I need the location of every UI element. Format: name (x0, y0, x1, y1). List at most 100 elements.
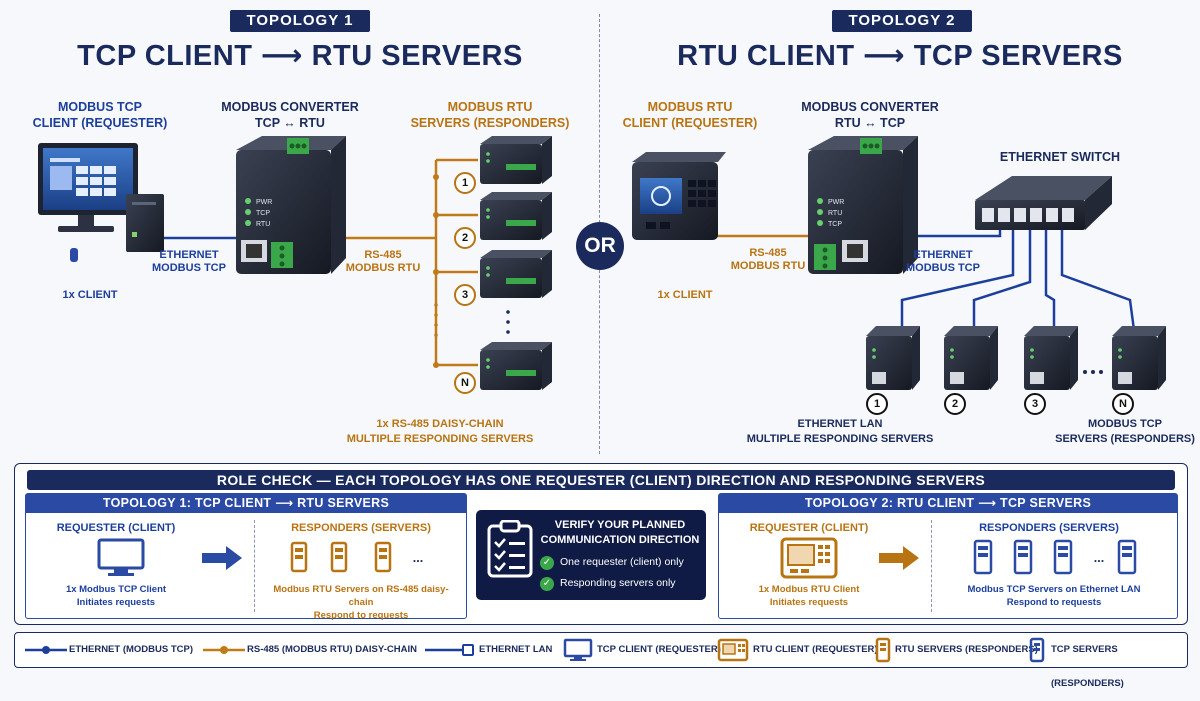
t1-port-pwr: PWR (256, 199, 272, 206)
role-check-panel: ROLE CHECK — EACH TOPOLOGY HAS ONE REQUE… (14, 463, 1188, 625)
legend-tcp-servers: TCP SERVERS (RESPONDERS) (1051, 644, 1124, 689)
t2-port-tcp: TCP (828, 221, 842, 228)
legend: ETHERNET (MODBUS TCP) RS-485 (MODBUS RTU… (14, 632, 1188, 689)
t2-badge-1: 1 (866, 393, 888, 415)
t2-converter-label: MODBUS CONVERTER RTU ↔ TCP (801, 100, 939, 130)
ethernet-line-icon (25, 646, 67, 654)
rtu-servers-icon (290, 541, 392, 573)
t2-rs485-label: RS-485 MODBUS RTU (730, 247, 806, 272)
t1-badge-3: 3 (454, 284, 476, 306)
t2-modbus-converter: PWR RTU TCP (808, 136, 918, 274)
topology1-tag: TOPOLOGY 1 (230, 10, 370, 32)
clipboard-checklist-icon (487, 520, 533, 578)
legend-rtu-servers: RTU SERVERS (RESPONDERS) (895, 644, 1038, 655)
t2-ethernet-lan (900, 228, 1136, 331)
t1-chain-label: 1x RS-485 DAISY-CHAIN MULTIPLE RESPONDIN… (346, 418, 534, 445)
t1-badge-2: 2 (454, 227, 476, 249)
role-t1-req-title: REQUESTER (CLIENT) (56, 522, 176, 534)
t1-converter-label: MODBUS CONVERTER TCP ↔ RTU (221, 100, 359, 130)
or-badge: OR (576, 222, 624, 270)
legend-ethernet: ETHERNET (MODBUS TCP) (69, 644, 194, 655)
t1-ethernet-label: ETHERNET MODBUS TCP (152, 249, 226, 274)
t2-ethernet-label: ETHERNET MODBUS TCP (906, 249, 980, 274)
t2-badge-3: 3 (1024, 393, 1046, 415)
topology2-tag: TOPOLOGY 2 (832, 10, 972, 32)
role-t2-req-desc: 1x Modbus RTU Client Initiates requests (758, 584, 860, 608)
t2-client-label: MODBUS RTU CLIENT (REQUESTER) (622, 100, 758, 130)
topology1-title: TCP CLIENT ⟶ RTU SERVERS (77, 40, 523, 72)
t1-badge-n: N (454, 372, 476, 394)
role-t2-divider (931, 520, 932, 612)
t1-bus-ellipsis (434, 303, 438, 337)
t2-tcp-server-1 (866, 326, 920, 390)
verify-title: VERIFY YOUR PLANNED COMMUNICATION DIRECT… (540, 519, 700, 546)
rs485-line-icon (203, 646, 245, 654)
t1-bus-dots (433, 174, 439, 368)
tcp-client-icon (563, 638, 593, 661)
role-t2-box: TOPOLOGY 2: RTU CLIENT ⟶ TCP SERVERS REQ… (718, 493, 1178, 619)
tcp-servers-icon (973, 539, 1137, 575)
role-t1-resp-desc: Modbus RTU Servers on RS-485 daisy-chain… (273, 584, 449, 621)
role-t2-req-title: REQUESTER (CLIENT) (749, 522, 869, 534)
check-icon: ✓ (540, 556, 554, 570)
rtu-client-icon (717, 638, 749, 662)
legend-tcp-client: TCP CLIENT (REQUESTER) (597, 644, 721, 655)
t1-client-count: 1x CLIENT (62, 289, 118, 301)
arrow-right-icon (879, 546, 919, 570)
t2-badge-2: 2 (944, 393, 966, 415)
t1-servers-label: MODBUS RTU SERVERS (RESPONDERS) (410, 100, 570, 130)
t2-rtu-client-hmi (632, 152, 726, 240)
tcp-client-icon (97, 538, 145, 576)
t1-servers-ellipsis (506, 310, 510, 334)
arrow-right-icon (202, 546, 242, 570)
role-check-heading: ROLE CHECK — EACH TOPOLOGY HAS ONE REQUE… (27, 470, 1175, 490)
t2-client-count: 1x CLIENT (657, 289, 713, 301)
t1-client-label: MODBUS TCP CLIENT (REQUESTER) (32, 100, 168, 130)
t2-lan-label: ETHERNET LAN MULTIPLE RESPONDING SERVERS (746, 418, 934, 445)
t2-badge-n: N (1112, 393, 1134, 415)
rtu-client-icon (780, 537, 838, 579)
t1-port-rtu: RTU (256, 221, 270, 228)
role-t1-ellipsis: ... (412, 551, 424, 565)
role-t1-req-desc: 1x Modbus TCP Client Initiates requests (65, 584, 167, 608)
t1-rtu-server-n (480, 342, 552, 390)
verify-item-2-text: Responding servers only (560, 577, 676, 589)
t2-tcp-server-3 (1024, 326, 1078, 390)
role-t2-resp-title: RESPONDERS (SERVERS) (979, 522, 1119, 534)
role-t1-resp-title: RESPONDERS (SERVERS) (291, 522, 431, 534)
t1-rtu-server-3 (480, 250, 552, 298)
t1-rs485-bus (296, 158, 478, 367)
t1-rs485-label: RS-485 MODBUS RTU (345, 249, 421, 274)
legend-ethernet-lan: ETHERNET LAN (479, 644, 553, 655)
tcp-server-icon (1029, 637, 1045, 663)
rtu-server-icon (875, 637, 891, 663)
topology2-title: RTU CLIENT ⟶ TCP SERVERS (677, 40, 1123, 72)
t2-tcp-server-n (1112, 326, 1166, 390)
verify-item-2: ✓ Responding servers only (540, 576, 704, 592)
verify-box: VERIFY YOUR PLANNED COMMUNICATION DIRECT… (476, 510, 706, 600)
verify-item-1-text: One requester (client) only (560, 556, 684, 568)
role-t2-ellipsis: ... (1093, 551, 1105, 565)
role-t1-head: TOPOLOGY 1: TCP CLIENT ⟶ RTU SERVERS (26, 494, 466, 513)
role-t2-head: TOPOLOGY 2: RTU CLIENT ⟶ TCP SERVERS (719, 494, 1177, 513)
verify-item-1: ✓ One requester (client) only (540, 555, 704, 571)
legend-rtu-client: RTU CLIENT (REQUESTER) (753, 644, 878, 655)
t2-tcp-server-2 (944, 326, 998, 390)
t1-tcp-client-pc (38, 143, 164, 262)
role-t1-box: TOPOLOGY 1: TCP CLIENT ⟶ RTU SERVERS REQ… (25, 493, 467, 621)
role-t2-resp-desc: Modbus TCP Servers on Ethernet LAN Respo… (967, 584, 1141, 608)
t2-switch-label: ETHERNET SWITCH (999, 150, 1121, 164)
legend-rs485: RS-485 (MODBUS RTU) DAISY-CHAIN (247, 644, 417, 655)
t2-port-pwr: PWR (828, 199, 844, 206)
t2-ethernet-switch (975, 176, 1112, 230)
t1-port-tcp: TCP (256, 210, 270, 217)
t2-servers-label: MODBUS TCP SERVERS (RESPONDERS) (1055, 418, 1195, 445)
t1-modbus-converter: PWR TCP RTU (236, 136, 346, 274)
topology-diagram: PWR TCP RTU (38, 136, 1166, 390)
ethernet-lan-icon (425, 644, 474, 656)
t1-rtu-server-1 (480, 136, 552, 184)
t1-rtu-server-2 (480, 192, 552, 240)
role-t1-divider (254, 520, 255, 612)
t1-badge-1: 1 (454, 172, 476, 194)
t2-port-rtu: RTU (828, 210, 842, 217)
